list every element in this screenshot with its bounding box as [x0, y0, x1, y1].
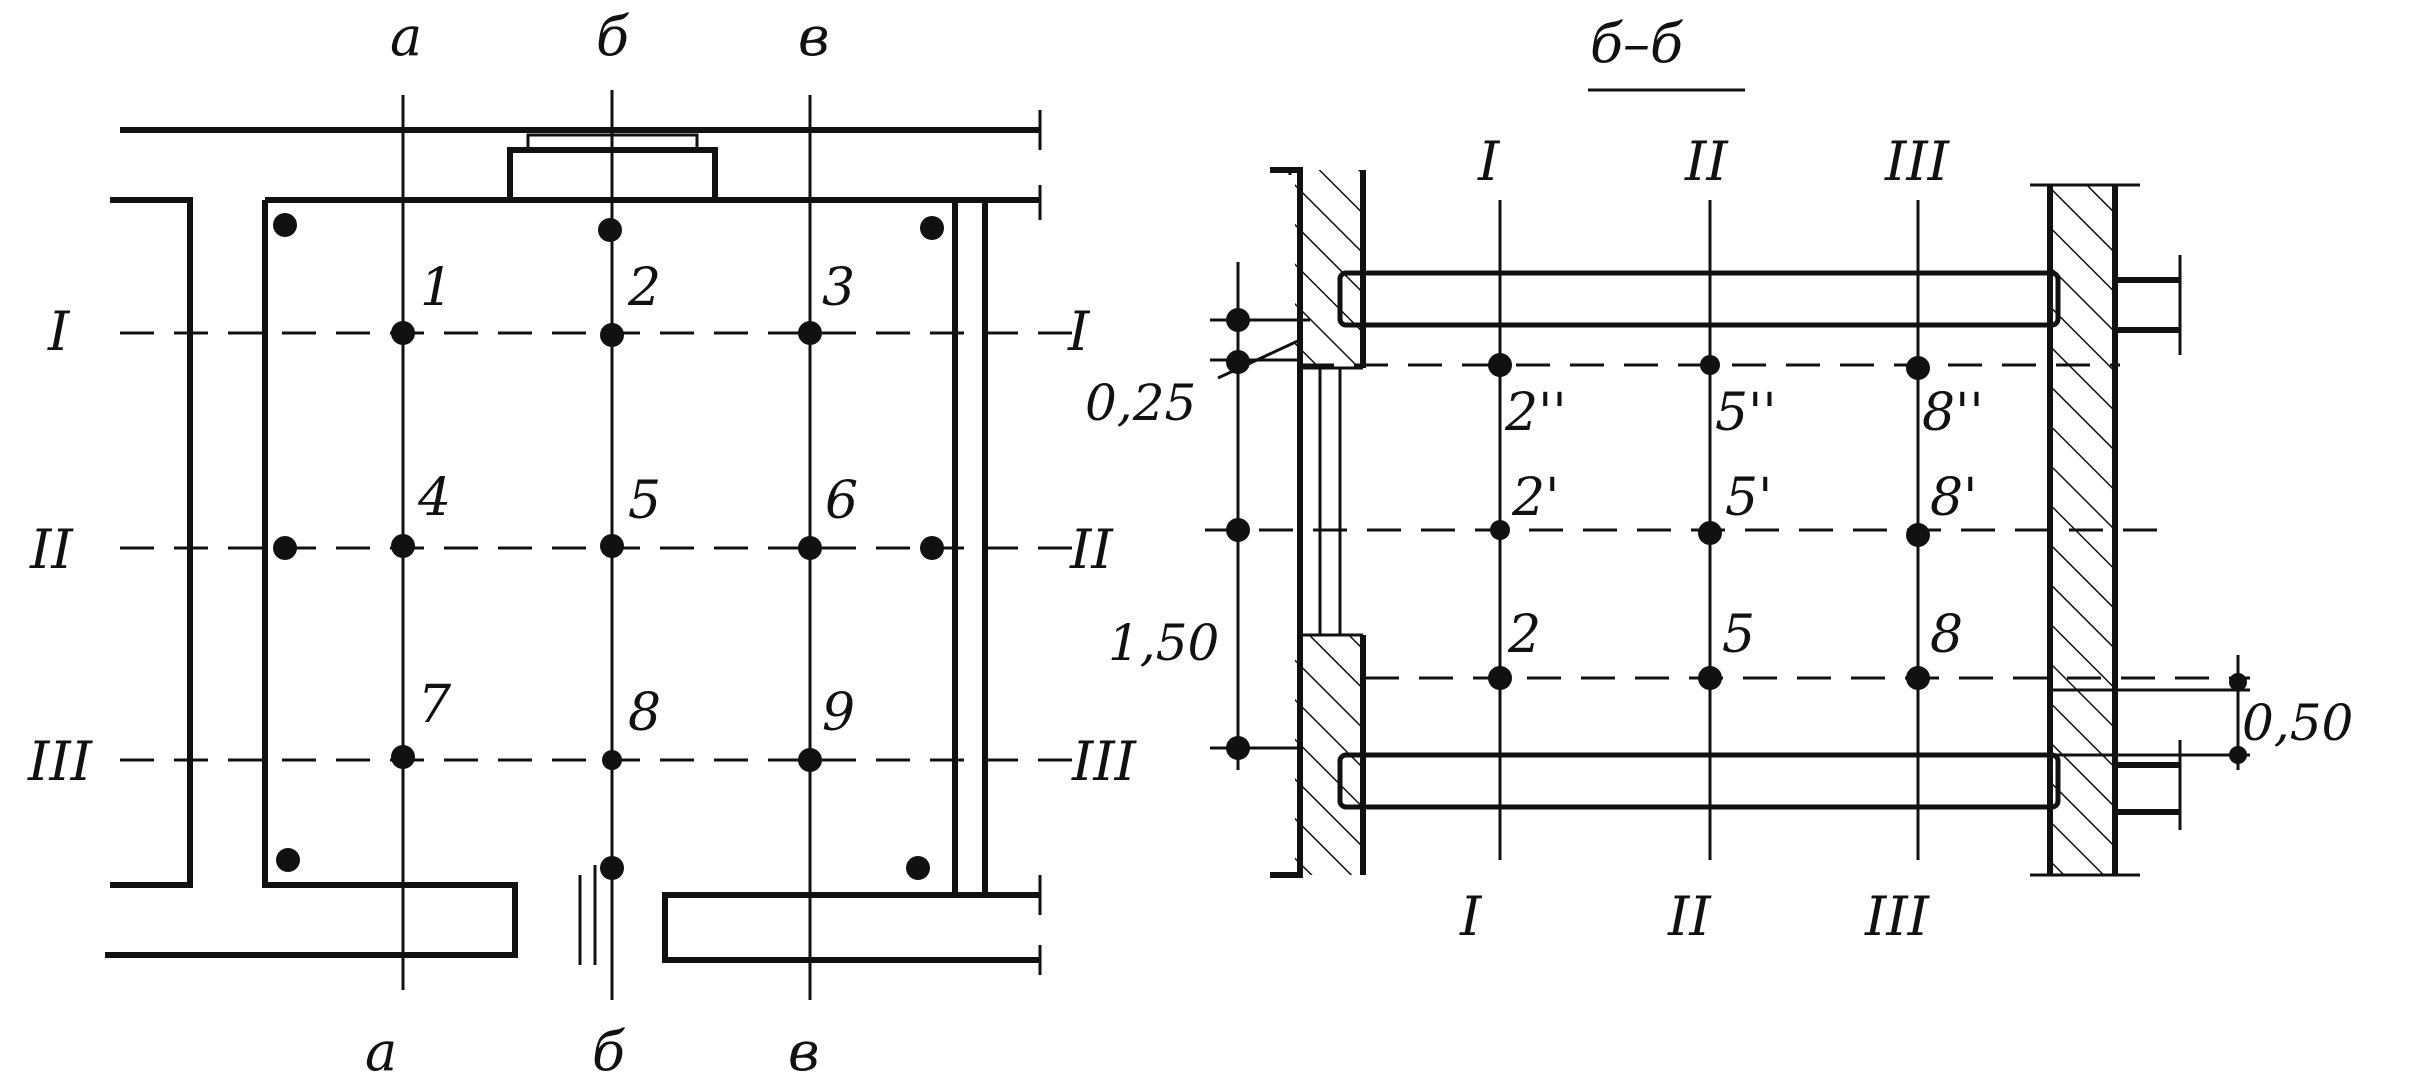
section-axis-label-top: I: [1477, 130, 1501, 193]
point-3: [798, 321, 822, 345]
point-7: [391, 745, 415, 769]
point-label: 2: [1507, 605, 1541, 665]
section-axis-label-top: III: [1884, 130, 1951, 193]
point-6: [798, 536, 822, 560]
section-view: б–б: [1085, 12, 2353, 948]
axis-label-top: в: [798, 5, 829, 68]
point-label: 2': [1511, 468, 1559, 528]
point-5-double-prime: [1700, 355, 1720, 375]
axis-label-bottom: б: [592, 1020, 626, 1083]
section-axis-label-bottom: I: [1459, 885, 1483, 948]
point-label: 3: [822, 258, 855, 318]
point-5-prime: [1698, 521, 1722, 545]
point-5: [600, 534, 624, 558]
corner-point: [276, 848, 300, 872]
axis-label-top: б: [596, 5, 630, 68]
row-label-right: I: [1067, 300, 1091, 363]
point-label: 2: [627, 258, 661, 318]
point-2: [600, 323, 624, 347]
row-label-right: II: [1069, 518, 1114, 581]
corner-point: [273, 213, 297, 237]
point-label: 6: [825, 471, 858, 531]
axis-label-bottom: в: [788, 1020, 819, 1083]
point-label: 4: [417, 468, 451, 528]
point-4: [391, 534, 415, 558]
point-2-section: [1488, 666, 1512, 690]
plan-view: 1 2 3 4 5 6 7 8 9 а б в а б в I II III I…: [27, 5, 1138, 1083]
plan-room-left-wall: [105, 200, 518, 958]
axis-label-top: а: [390, 5, 422, 68]
dimension-label-right: 0,50: [2242, 694, 2353, 752]
point-label: 8: [1930, 605, 1963, 665]
point-label: 5: [628, 471, 661, 531]
row-label-left: III: [27, 730, 94, 793]
point-1: [391, 321, 415, 345]
section-axis-label-bottom: III: [1864, 885, 1931, 948]
row-label-left: II: [29, 518, 74, 581]
point-label: 8': [1930, 468, 1977, 528]
dimension-label-middle: 1,50: [1108, 614, 1219, 672]
point-label: 5'': [1715, 383, 1777, 443]
point-2-double-prime: [1488, 353, 1512, 377]
point-8-prime: [1906, 523, 1930, 547]
wall-point: [273, 536, 297, 560]
dimension-point: [1226, 308, 1250, 332]
corner-point: [920, 216, 944, 240]
corner-point: [906, 856, 930, 880]
point-8-double-prime: [1906, 356, 1930, 380]
point-label: 7: [418, 675, 452, 735]
top-slab: [1337, 270, 2061, 328]
left-wall-hatch-upper: [1295, 170, 1363, 368]
point-label: 9: [822, 683, 855, 743]
door-point: [600, 856, 624, 880]
point-5-section: [1698, 666, 1722, 690]
plan-bottom-right-wall: [662, 892, 1040, 963]
point-label: 1: [420, 258, 453, 318]
row-label-left: I: [47, 300, 71, 363]
dimension-point: [1226, 518, 1250, 542]
row-label-right: III: [1071, 730, 1138, 793]
point-label: 2'': [1504, 383, 1567, 443]
point-8-section: [1906, 666, 1930, 690]
point-8: [602, 750, 622, 770]
section-axis-label-bottom: II: [1667, 885, 1712, 948]
bottom-slab: [1337, 752, 2061, 810]
axis-label-bottom: а: [365, 1020, 397, 1083]
dimension-point: [1226, 736, 1250, 760]
point-label: 5': [1725, 468, 1772, 528]
corner-point: [598, 218, 622, 242]
point-label: 5: [1722, 605, 1755, 665]
point-9: [798, 748, 822, 772]
plan-top-inner-wall: [110, 197, 193, 888]
section-axis-label-top: II: [1684, 130, 1729, 193]
dimension-point: [1226, 350, 1250, 374]
dimension-point: [2229, 673, 2247, 691]
dimension-label-top: 0,25: [1085, 374, 1196, 432]
section-title: б–б: [1590, 12, 1684, 75]
wall-point: [920, 536, 944, 560]
point-label: 8: [628, 683, 661, 743]
point-2-prime: [1490, 520, 1510, 540]
point-label: 8'': [1922, 383, 1984, 443]
